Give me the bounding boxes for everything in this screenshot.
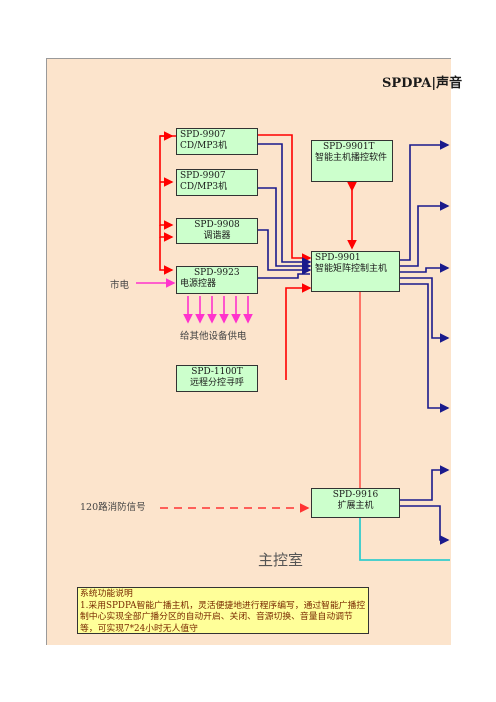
expansion-host-label: 扩展主机 [337, 501, 374, 511]
cd-player-2-model: SPD-9907 [180, 171, 226, 181]
other-supply-label: 给其他设备供电 [180, 331, 247, 342]
room-label: 主控室 [258, 551, 304, 569]
diagram-title: SPDPA|声音 [382, 76, 463, 91]
mains-label: 市电 [110, 280, 130, 291]
cyan-line [359, 518, 450, 561]
matrix-host-box: SPD-9901 智能矩阵控制主机 [311, 251, 400, 292]
magenta-power-lines [136, 278, 253, 324]
remote-paging-box: SPD-1100T 远程分控寻呼 [176, 365, 258, 392]
remote-paging-label: 远程分控寻呼 [189, 378, 244, 388]
power-controller-model: SPD-9923 [194, 268, 240, 278]
matrix-host-label: 智能矩阵控制主机 [315, 264, 388, 274]
software-box: SPD-9901T 智能主机播控软件 [311, 140, 393, 182]
remote-paging-model: SPD-1100T [191, 367, 243, 377]
tuner-box: SPD-9908 调谐器 [176, 218, 258, 244]
description-body: 1.采用SPDPA智能广播主机，灵活便捷地进行程序编写，通过智能广播控制中心实现… [80, 600, 366, 634]
cd-player-1-label: CD/MP3机 [180, 141, 228, 151]
cd-player-1-model: SPD-9907 [180, 130, 226, 140]
navy-input-lines [258, 143, 312, 279]
software-label: 智能主机播控软件 [315, 153, 388, 163]
cd-player-1: SPD-9907 CD/MP3机 [176, 128, 258, 155]
fire-signal-label: 120路消防信号 [80, 502, 146, 513]
navy-output-lines [400, 140, 450, 545]
tuner-model: SPD-9908 [194, 220, 240, 230]
expansion-host-model: SPD-9916 [332, 490, 379, 500]
red-source-bus [159, 131, 357, 380]
power-controller-label: 电源控器 [180, 279, 217, 289]
cd-player-2-label: CD/MP3机 [180, 182, 228, 192]
description-heading: 系统功能说明 [80, 589, 133, 599]
cd-player-2: SPD-9907 CD/MP3机 [176, 169, 258, 196]
power-controller-box: SPD-9923 电源控器 [176, 266, 258, 294]
software-model: SPD-9901T [323, 142, 375, 152]
function-description: 系统功能说明 1.采用SPDPA智能广播主机，灵活便捷地进行程序编写，通过智能广… [77, 587, 369, 634]
expansion-host-box: SPD-9916 扩展主机 [311, 488, 400, 518]
tuner-label: 调谐器 [203, 231, 231, 241]
matrix-host-model: SPD-9901 [315, 253, 361, 263]
